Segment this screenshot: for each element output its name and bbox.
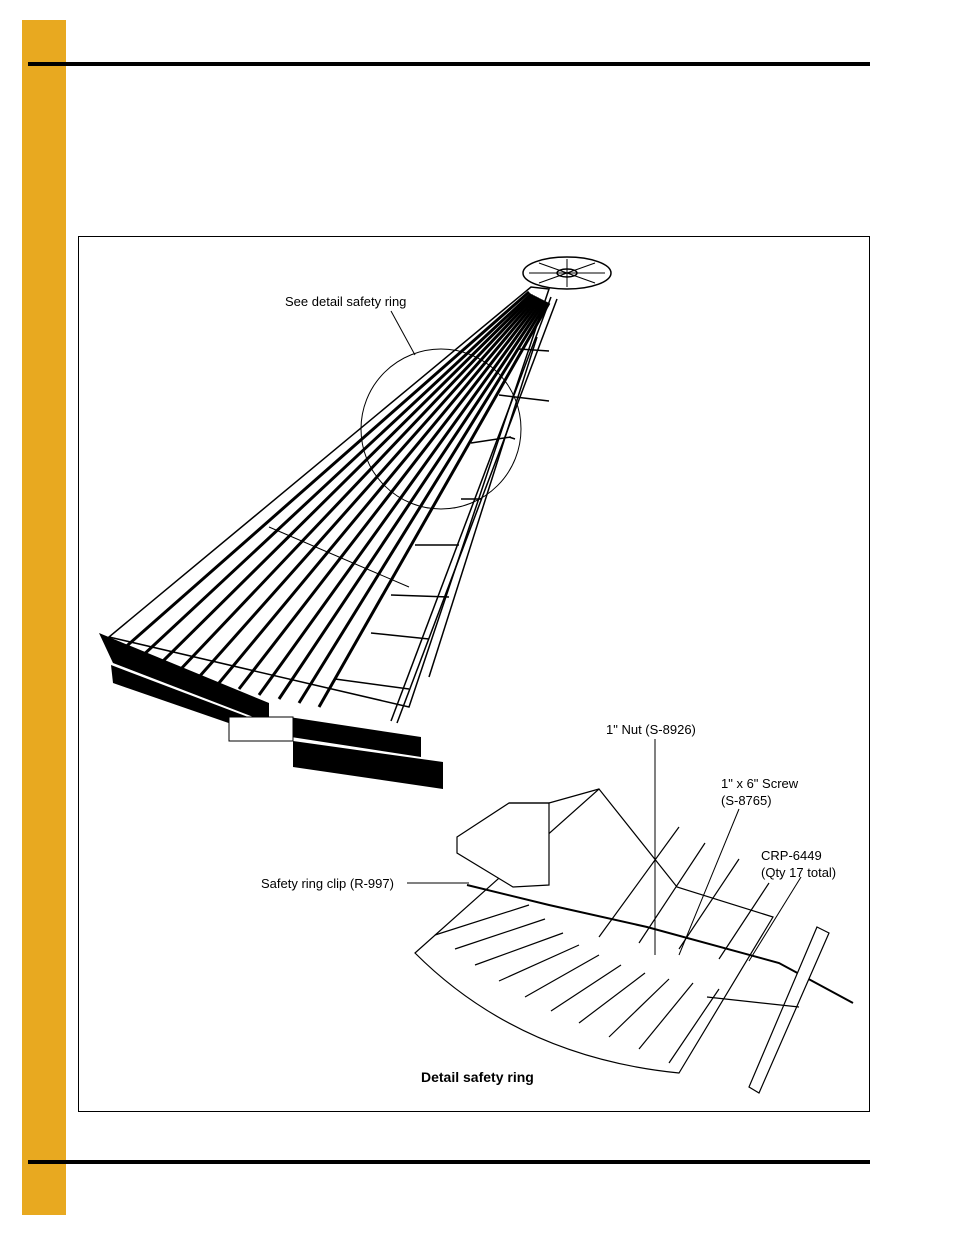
figure-caption: Detail safety ring	[421, 1069, 534, 1085]
ladder-rails	[334, 296, 558, 724]
footer-rule	[28, 1160, 870, 1164]
see-detail-leader	[390, 310, 416, 356]
screw-leader	[678, 808, 740, 956]
roof-crossline	[268, 526, 410, 588]
support-beam	[748, 926, 830, 1094]
eave-panel-white	[228, 716, 294, 742]
roof-assembly-drawing	[99, 256, 854, 1094]
side-tab	[22, 20, 66, 1215]
screw-label-line1: 1" x 6" Screw	[721, 776, 799, 791]
roof-ribs	[120, 290, 551, 708]
roof-panels	[107, 286, 551, 708]
eave-panel-far	[293, 741, 443, 789]
figure-frame: See detail safety ring 1" Nut (S-8926) 1…	[78, 236, 870, 1112]
crp-label: CRP-6449 (Qty 17 total)	[761, 847, 836, 881]
callout-leaders	[407, 739, 802, 962]
screw-label-line2: (S-8765)	[721, 793, 772, 808]
clip-label: Safety ring clip (R-997)	[261, 876, 394, 891]
detail-circle	[360, 348, 522, 510]
detail-roof-outline	[414, 788, 774, 1074]
see-detail-label: See detail safety ring	[285, 294, 407, 309]
vent-housing	[456, 802, 550, 888]
eave-panel-right	[289, 717, 421, 757]
crp-leader	[748, 876, 802, 962]
screw-label: 1" x 6" Screw (S-8765)	[721, 775, 798, 809]
crp-label-line1: CRP-6449	[761, 848, 822, 863]
eave-panel-left	[99, 633, 269, 723]
center-hub	[522, 256, 612, 290]
detail-ribs	[434, 826, 770, 1064]
safety-ring-detail-drawing	[414, 788, 854, 1094]
eave-panels	[99, 633, 443, 789]
crp-label-line2: (Qty 17 total)	[761, 865, 837, 880]
header-rule	[28, 62, 870, 66]
nut-label: 1" Nut (S-8926)	[606, 722, 696, 737]
